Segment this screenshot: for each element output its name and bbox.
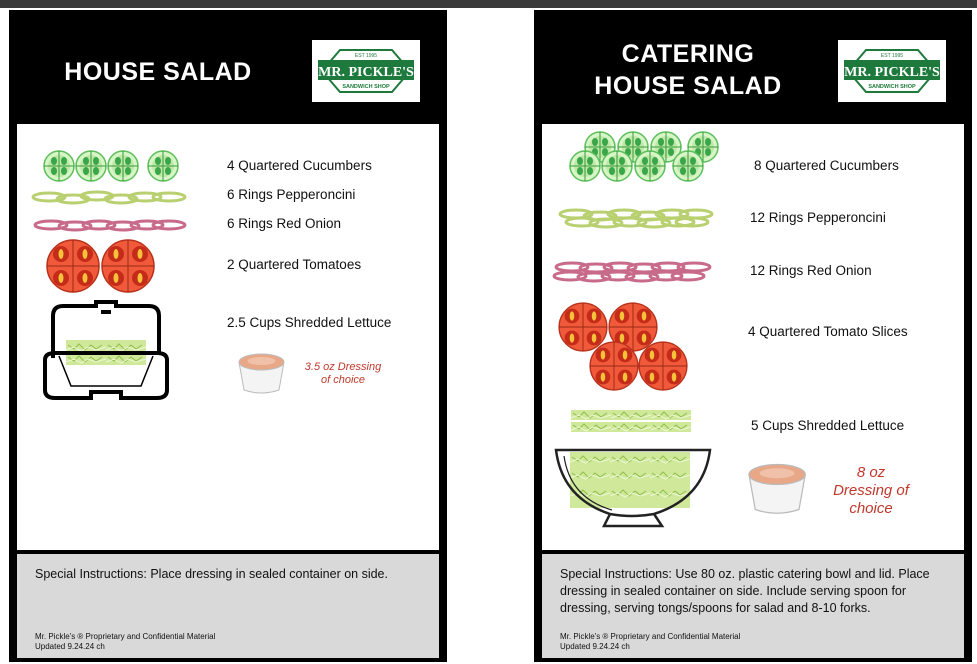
legal-line: Mr. Pickle's ® Proprietary and Confident…	[35, 632, 216, 641]
tomato-icon	[558, 302, 688, 391]
legal-line: Mr. Pickle's ® Proprietary and Confident…	[560, 632, 741, 641]
item-label: 12 Rings Pepperoncini	[750, 210, 886, 225]
catering-house-salad-card: CATERING HOUSE SALAD EST 1995 MR. PICKLE'…	[534, 10, 972, 662]
card-header: CATERING HOUSE SALAD EST 1995 MR. PICKLE'…	[538, 14, 968, 122]
item-label: 6 Rings Red Onion	[227, 216, 342, 231]
item-label: 4 Quartered Cucumbers	[227, 158, 372, 173]
item-label: 2.5 Cups Shredded Lettuce	[227, 315, 392, 330]
tomato-icon	[46, 239, 155, 293]
item-label: 6 Rings Pepperoncini	[227, 187, 356, 202]
special-instructions: Special Instructions: Place dressing in …	[35, 567, 388, 581]
updated-date: Updated 9.24.24 ch	[35, 642, 105, 651]
card-footer: Special Instructions: Place dressing in …	[17, 554, 439, 658]
card-title: HOUSE SALAD	[64, 58, 252, 86]
catering-bowl-icon	[554, 448, 712, 528]
item-label: 12 Rings Red Onion	[750, 263, 872, 278]
card-footer: Special Instructions: Use 80 oz. plastic…	[542, 554, 964, 658]
card-header: HOUSE SALAD EST 1995 MR. PICKLE'S SANDWI…	[13, 14, 443, 122]
dressing-line: Dressing of	[833, 482, 909, 499]
dressing-line: choice	[849, 500, 893, 517]
legal-notice: Mr. Pickle's ® Proprietary and Confident…	[35, 632, 215, 652]
card-body: 4 Quartered Cucumbers 6 Rings Pepperonci…	[17, 124, 439, 550]
dressing-cup-icon	[748, 463, 806, 514]
title-line: CATERING	[621, 40, 755, 68]
logo-est: EST 1995	[355, 53, 377, 59]
logo-sub: SANDWICH SHOP	[342, 84, 390, 90]
house-salad-card: HOUSE SALAD EST 1995 MR. PICKLE'S SANDWI…	[9, 10, 447, 662]
logo-est: EST 1995	[881, 53, 903, 59]
dressing-line: 8 oz	[856, 464, 886, 481]
logo-name: MR. PICKLE'S	[844, 65, 940, 80]
mr-pickles-logo: EST 1995 MR. PICKLE'S SANDWICH SHOP	[312, 40, 420, 102]
takeout-container-icon	[43, 300, 169, 400]
dressing-cup-icon	[238, 353, 285, 394]
card-title: CATERING HOUSE SALAD	[558, 38, 818, 102]
card-body: 8 Quartered Cucumbers 12 Rings Pepperonc…	[542, 124, 964, 550]
dressing-line: of choice	[320, 374, 366, 386]
legal-notice: Mr. Pickle's ® Proprietary and Confident…	[560, 632, 740, 652]
shredded-lettuce-icon	[570, 409, 692, 433]
updated-date: Updated 9.24.24 ch	[560, 642, 630, 651]
item-label: 5 Cups Shredded Lettuce	[751, 418, 905, 433]
dressing-line: 3.5 oz Dressing	[304, 361, 382, 373]
special-instructions: Special Instructions: Use 80 oz. plastic…	[560, 567, 930, 615]
logo-sub: SANDWICH SHOP	[868, 84, 916, 90]
item-label: 2 Quartered Tomatoes	[227, 257, 362, 272]
window-top-bar	[0, 0, 977, 8]
item-label: 4 Quartered Tomato Slices	[748, 324, 908, 339]
logo-name: MR. PICKLE'S	[318, 65, 414, 80]
title-line: HOUSE SALAD	[594, 72, 782, 100]
mr-pickles-logo: EST 1995 MR. PICKLE'S SANDWICH SHOP	[838, 40, 946, 102]
item-label: 8 Quartered Cucumbers	[754, 158, 899, 173]
